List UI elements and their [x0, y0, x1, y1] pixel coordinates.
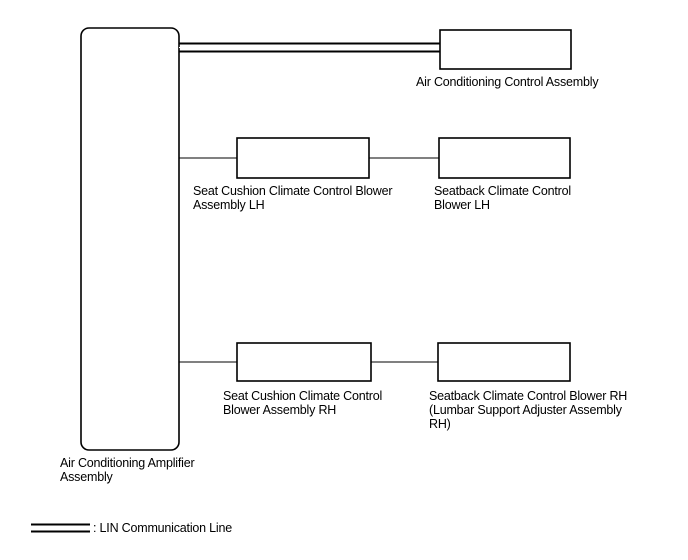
amplifier-box	[80, 27, 180, 451]
ac-control-label: Air Conditioning Control Assembly	[416, 75, 599, 89]
seatback-rh-box	[437, 342, 571, 382]
seatback-lh-label: Seatback Climate Control Blower LH	[434, 184, 571, 212]
amplifier-label: Air Conditioning Amplifier Assembly	[60, 456, 195, 484]
ac-control-box	[439, 29, 572, 70]
seat-cushion-rh-box	[236, 342, 372, 382]
seat-cushion-lh-box	[236, 137, 370, 179]
legend-label: : LIN Communication Line	[93, 521, 233, 535]
seat-cushion-rh-label: Seat Cushion Climate Control Blower Asse…	[223, 389, 383, 417]
seatback-rh-label: Seatback Climate Control Blower RH (Lumb…	[429, 389, 628, 431]
seatback-lh-box	[438, 137, 571, 179]
lin-line-ac-control	[179, 42, 440, 53]
legend-lin-line-symbol	[31, 523, 90, 533]
seat-cushion-lh-label: Seat Cushion Climate Control Blower Asse…	[193, 184, 393, 212]
